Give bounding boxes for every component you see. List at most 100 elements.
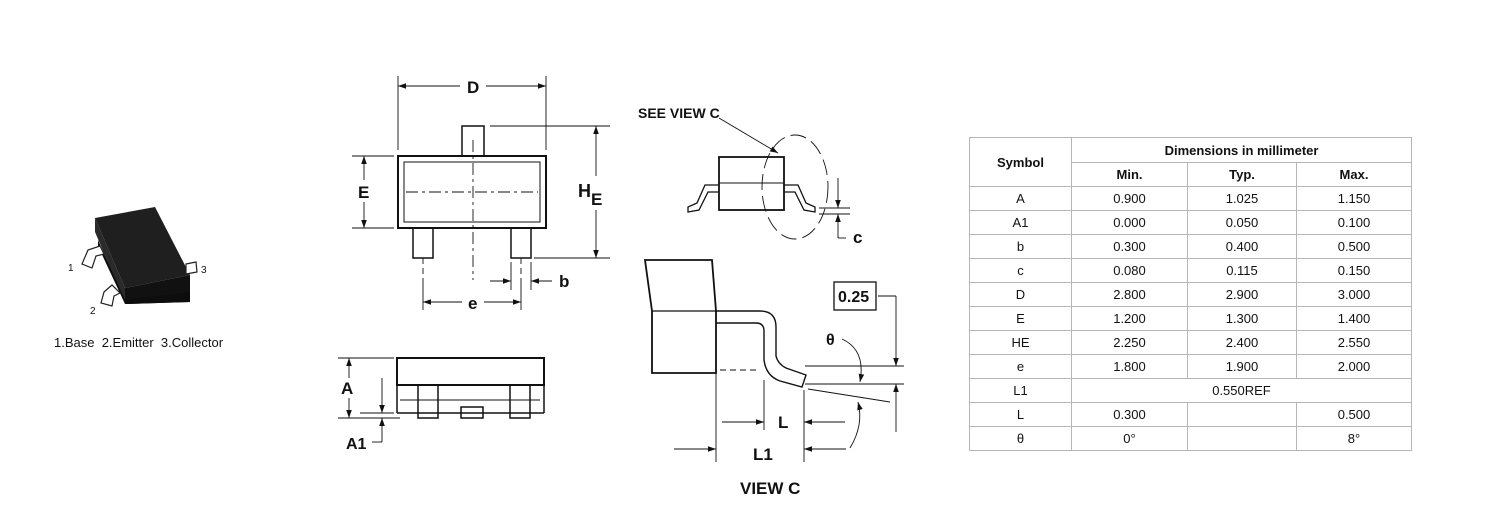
dim-label-e: e [468,294,477,313]
table-row: A1 0.000 0.050 0.100 [969,210,1412,235]
side-lead-right [509,384,531,419]
dim-label-D: D [467,78,479,97]
cell-symbol: HE [969,330,1072,355]
pin-caption: 1.Base 2.Emitter 3.Collector [54,335,224,350]
col-typ-header: Typ. [1187,162,1297,187]
dimension-table: Symbol Dimensions in millimeter Min. Typ… [969,137,1412,451]
cell-symbol: θ [969,426,1072,451]
cell-max: 0.100 [1296,210,1412,235]
lead-2 [100,284,122,307]
cell-symbol: b [969,234,1072,259]
table-row: θ 0° 8° [969,426,1412,451]
front-lead-right [784,184,816,213]
cell-min: 1.200 [1071,306,1188,331]
cell-symbol: e [969,354,1072,379]
table-row: c 0.080 0.115 0.150 [969,258,1412,283]
front-lead-left [687,184,719,213]
dim-label-L: L [778,413,788,432]
cell-typ: 0.115 [1187,258,1297,283]
cell-symbol: A [969,186,1072,211]
detail-lead [716,310,807,388]
view-c-title: VIEW C [740,479,800,498]
pin-label-2: 2 [90,306,96,317]
cell-max: 2.000 [1296,354,1412,379]
cell-typ: 2.400 [1187,330,1297,355]
theta-arc [841,338,865,383]
cell-max: 0.500 [1296,234,1412,259]
package-3d-image: 1 2 3 [68,207,207,317]
bottom-lead-left [412,227,434,259]
dim-label-A: A [341,379,353,398]
cell-symbol: c [969,258,1072,283]
cell-merged-value: 0.550REF [1071,378,1412,403]
dim-label-b: b [559,272,569,291]
pin-label-1: 1 [68,263,74,274]
dim-label-c: c [853,228,862,247]
see-view-c-callout: SEE VIEW C [638,105,720,121]
callout-leader [718,117,779,154]
cell-max: 1.400 [1296,306,1412,331]
dim-label-E: E [358,183,369,202]
gauge-box [833,281,877,311]
detail-body [643,259,717,374]
cell-min: 0° [1071,426,1188,451]
cell-min: 0.900 [1071,186,1188,211]
cell-min: 2.800 [1071,282,1188,307]
table-row: L1 0.550REF [969,378,1412,403]
bottom-lead-right [510,227,532,259]
front-view [687,117,850,240]
table-row: E 1.200 1.300 1.400 [969,306,1412,331]
cell-max: 0.500 [1296,402,1412,427]
cell-min: 0.300 [1071,234,1188,259]
table-row: A 0.900 1.025 1.150 [969,186,1412,211]
cell-max: 8° [1296,426,1412,451]
cell-min: 2.250 [1071,330,1188,355]
cell-typ [1187,426,1297,451]
cell-max: 2.550 [1296,330,1412,355]
cell-typ: 0.400 [1187,234,1297,259]
cell-typ: 1.900 [1187,354,1297,379]
top-view [352,76,610,310]
cell-min: 0.080 [1071,258,1188,283]
group-header: Dimensions in millimeter [1071,137,1412,163]
gauge-value: 0.25 [838,289,869,306]
body-inner-outline [403,161,541,223]
lead-3 [185,261,198,275]
dim-label-HE: HE [578,181,602,209]
cell-max: 1.150 [1296,186,1412,211]
table-row: HE 2.250 2.400 2.550 [969,330,1412,355]
side-lead-mid [460,406,484,419]
cell-symbol: L1 [969,378,1072,403]
cell-symbol: D [969,282,1072,307]
symbol-header: Symbol [969,137,1072,187]
table-row: e 1.800 1.900 2.000 [969,354,1412,379]
table-row: L 0.300 0.500 [969,402,1412,427]
table-row: b 0.300 0.400 0.500 [969,234,1412,259]
cell-typ: 1.300 [1187,306,1297,331]
cell-typ: 1.025 [1187,186,1297,211]
cell-typ: 2.900 [1187,282,1297,307]
lead-1 [81,245,105,269]
cell-max: 3.000 [1296,282,1412,307]
dim-label-L1: L1 [753,445,773,464]
table-row: D 2.800 2.900 3.000 [969,282,1412,307]
package-drawing: 1 2 3 1.Base 2.Emitter 3.Collector [54,76,904,498]
cell-typ [1187,402,1297,427]
side-body [396,357,545,386]
view-c-detail [643,259,904,462]
cell-typ: 0.050 [1187,210,1297,235]
pin-label-3: 3 [201,265,207,276]
cell-min: 0.000 [1071,210,1188,235]
cell-symbol: E [969,306,1072,331]
cell-max: 0.150 [1296,258,1412,283]
cell-min: 0.300 [1071,402,1188,427]
angle-label-theta: θ [826,332,835,349]
view-c-circle [761,134,829,240]
cell-min: 1.800 [1071,354,1188,379]
col-max-header: Max. [1296,162,1412,187]
cell-symbol: L [969,402,1072,427]
side-view [338,357,545,443]
cell-symbol: A1 [969,210,1072,235]
side-lead-left [417,384,439,419]
col-min-header: Min. [1071,162,1188,187]
